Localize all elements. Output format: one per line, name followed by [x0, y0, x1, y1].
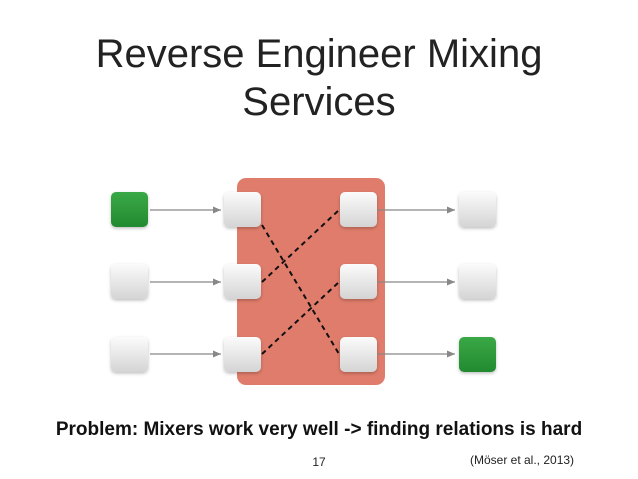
citation: (Möser et al., 2013)	[470, 453, 575, 467]
mixer-out-node-3	[340, 337, 377, 372]
mixer-in-node-1	[224, 192, 261, 227]
mixer-in-node-2	[224, 264, 261, 299]
mix-link-1	[261, 224, 340, 355]
title-line-2: Services	[242, 80, 396, 124]
slide-title: Reverse Engineer Mixing Services	[0, 30, 638, 126]
input-node-1	[111, 192, 148, 227]
mixer-box	[237, 178, 385, 385]
output-node-1	[459, 192, 496, 227]
mixer-out-node-1	[340, 192, 377, 227]
input-node-2	[111, 264, 148, 299]
output-node-3	[459, 337, 496, 372]
title-line-1: Reverse Engineer Mixing	[95, 32, 543, 76]
output-node-2	[459, 264, 496, 299]
mixer-in-node-3	[224, 337, 261, 372]
page-number: 17	[312, 455, 326, 469]
problem-statement: Problem: Mixers work very well -> findin…	[55, 419, 583, 440]
input-node-3	[111, 337, 148, 372]
mixer-out-node-2	[340, 264, 377, 299]
